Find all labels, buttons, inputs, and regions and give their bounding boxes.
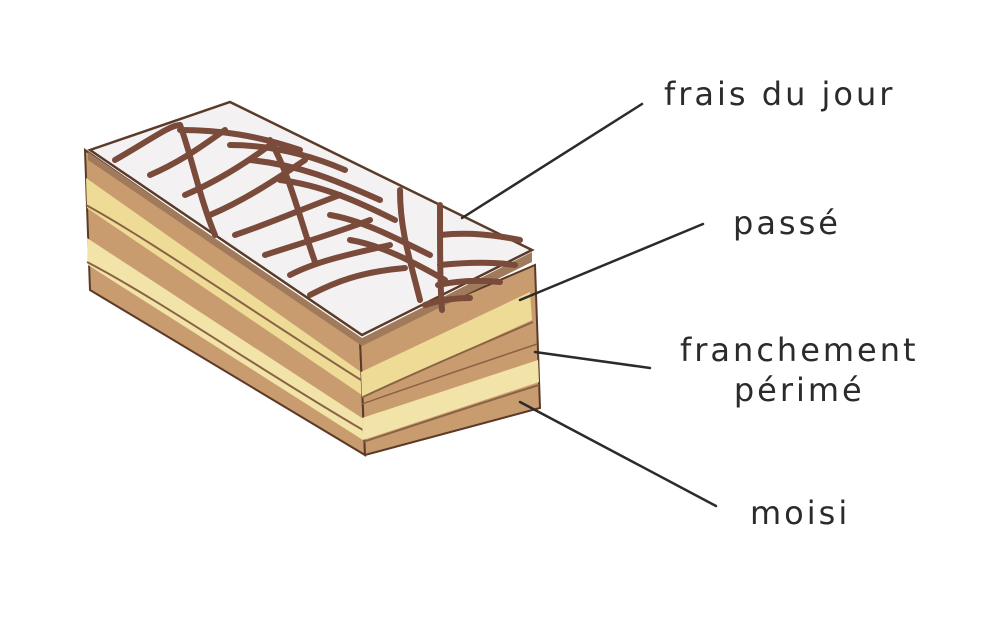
- pastry-side-face: [358, 263, 542, 457]
- leader-line-moisi: [518, 400, 718, 508]
- leader-lines: [460, 102, 718, 508]
- leader-line-franchement-perime: [533, 350, 652, 370]
- pastry-end-face: [83, 148, 367, 457]
- label-moisi: moisi: [750, 494, 851, 532]
- label-passe: passé: [733, 204, 841, 242]
- pastry-icing-top: [87, 100, 535, 346]
- label-frais-du-jour: frais du jour: [664, 75, 896, 113]
- label-franchement-line-1: franchement: [680, 331, 919, 369]
- label-franchement-line-2: périmé: [733, 371, 865, 409]
- label-franchement-perime: franchement périmé: [680, 330, 919, 410]
- leader-line-frais-du-jour: [460, 102, 644, 220]
- leader-line-passe: [518, 222, 705, 302]
